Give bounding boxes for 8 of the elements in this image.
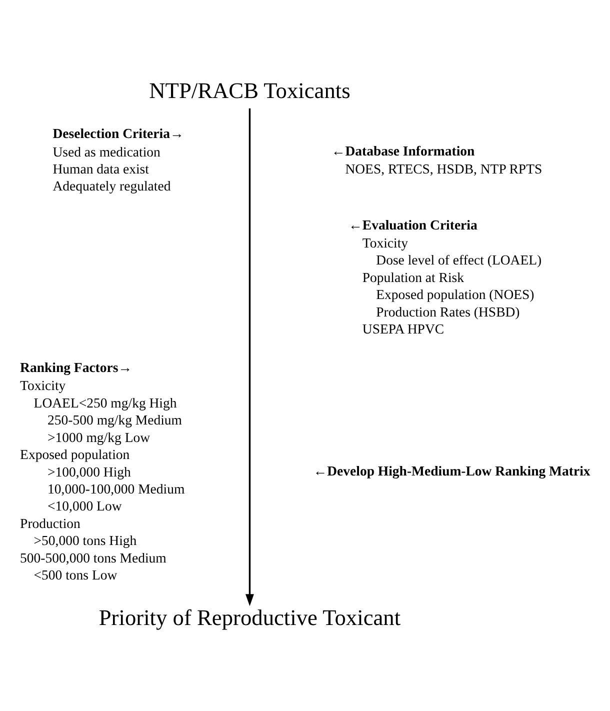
- node-text: ←Database Information NOES, RTECS, HSDB, NTP RPTS: [331, 142, 542, 176]
- node-text: NTP/RACB Toxicants: [149, 77, 350, 102]
- node-text: ←Develop High-Medium-Low Ranking Matrix: [313, 462, 590, 478]
- arrow: [246, 108, 254, 606]
- node-text: Priority of Reproductive Toxicant: [98, 604, 401, 630]
- node-text: ←Evaluation Criteria Toxicity Dose level of effect (LOAEL) Population at Risk Exposed population (NOES) Production Rates (HSBD) USEPA HPVC: [348, 216, 542, 336]
- node-text: Ranking Factors→ Toxicity LOAEL<250 mg/kg High 250-500 mg/kg Medium >1000 mg/kg Low Exposed population >100,000 High 10,000-100,000 Medium <10,000 Low Production >50,000 tons High 500-500,000 tons Medium <500 tons Low: [20, 360, 185, 582]
- node-text: Deselection Criteria→ Used as medication Human data exist Adequately regulated: [52, 126, 184, 194]
